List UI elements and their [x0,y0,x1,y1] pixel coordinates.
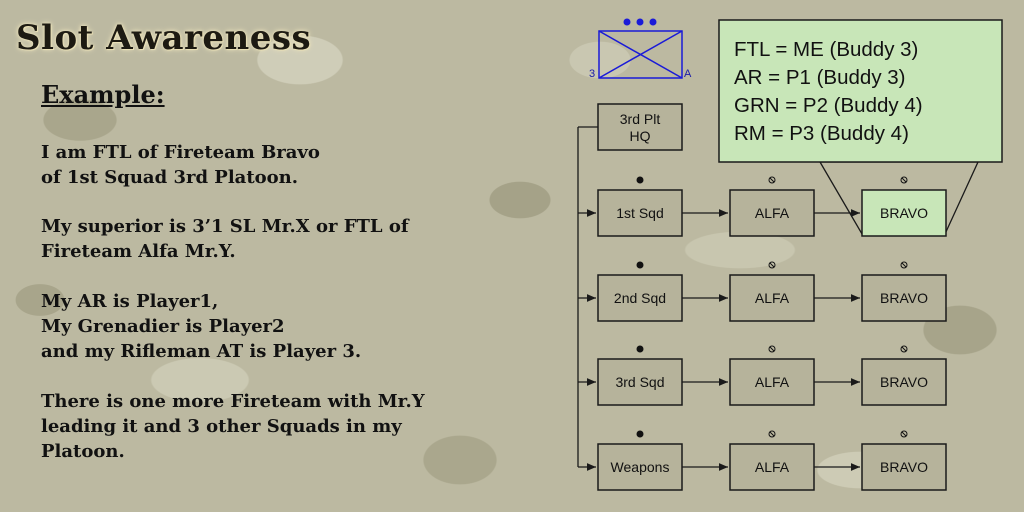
symbol-right-label: A [684,68,692,80]
fireteam-icon [900,261,908,269]
squad-dot-icon [636,430,644,438]
fireteam-icon [768,345,776,353]
team-name: BRAVO [880,205,928,221]
rank-dot [636,18,644,26]
text-line: There is one more Fireteam with Mr.Y [41,391,425,412]
squad-dot-icon [636,261,644,269]
callout-line: GRN = P2 (Buddy 4) [734,94,923,117]
team-box-highlighted [861,189,947,237]
squad-name: 1st Sqd [616,205,663,221]
squad-row: 3rd Sqd ALFA BRAVO [578,345,947,406]
squad-dot-icon [636,176,644,184]
unit-frame [598,30,683,79]
fireteam-icon [901,177,907,183]
paragraph-platoon: There is one more Fireteam with Mr.Y lea… [41,389,425,464]
paragraph-superior: My superior is 3’1 SL Mr.X or FTL of Fir… [41,214,409,264]
team-box [729,358,815,406]
fireteam-icon [901,262,907,268]
team-box [729,443,815,491]
text-line: My Grenadier is Player2 [41,316,285,337]
team-name: ALFA [755,459,790,475]
squad-name: Weapons [611,459,670,475]
callout-line: AR = P1 (Buddy 3) [734,66,906,89]
squad-dot-icon [636,345,644,353]
platoon-symbol: 3 A [589,18,692,80]
fireteam-icon [769,262,775,268]
text-line: leading it and 3 other Squads in my [41,416,402,437]
squad-name: 2nd Sqd [614,290,666,306]
squad-box [597,443,683,491]
team-box [729,274,815,322]
page-title: Slot Awareness [16,18,312,58]
team-name: BRAVO [880,459,928,475]
fireteam-icon [901,346,907,352]
text-line: My AR is Player1, [41,291,219,312]
team-box [861,358,947,406]
squad-box [597,358,683,406]
team-name: ALFA [755,374,790,390]
text-line: I am FTL of Fireteam Bravo [41,142,320,163]
callout: FTL = ME (Buddy 3) AR = P1 (Buddy 3) GRN… [718,19,1003,163]
example-heading: Example: [41,80,165,109]
paragraph-team: My AR is Player1, My Grenadier is Player… [41,289,361,364]
rank-dot [649,18,657,26]
fireteam-icon [900,345,908,353]
rank-dot [623,18,631,26]
text-line: My superior is 3’1 SL Mr.X or FTL of [41,216,409,237]
team-name: BRAVO [880,290,928,306]
hq-box: 3rd Plt HQ [597,103,683,151]
team-name: ALFA [755,205,790,221]
squad-row: Weapons ALFA BRAVO [578,430,947,491]
paragraph-role: I am FTL of Fireteam Bravo of 1st Squad … [41,140,320,190]
hq-line2: HQ [630,128,651,144]
fireteam-icon [901,431,907,437]
unit-cross [598,30,683,79]
team-box [861,443,947,491]
text-line: of 1st Squad 3rd Platoon. [41,167,299,188]
fireteam-icon [900,430,908,438]
squad-name: 3rd Sqd [615,374,664,390]
symbol-left-label: 3 [589,68,595,80]
hq-line1: 3rd Plt [620,111,661,127]
text-line: and my Rifleman AT is Player 3. [41,341,362,362]
fireteam-icon [900,176,908,184]
text-line: Platoon. [41,441,125,462]
fireteam-icon [769,431,775,437]
squad-box [597,274,683,322]
team-box [729,189,815,237]
callout-line: FTL = ME (Buddy 3) [734,38,918,61]
team-box [861,274,947,322]
fireteam-icon [768,430,776,438]
squad-row: 1st Sqd ALFA BRAVO [578,176,947,237]
fireteam-icon [768,261,776,269]
fireteam-icon [769,177,775,183]
callout-line: RM = P3 (Buddy 4) [734,122,909,145]
text-line: Fireteam Alfa Mr.Y. [41,241,236,262]
fireteam-icon [768,176,776,184]
fireteam-icon [769,346,775,352]
team-name: BRAVO [880,374,928,390]
squad-row: 2nd Sqd ALFA BRAVO [578,261,947,322]
team-name: ALFA [755,290,790,306]
